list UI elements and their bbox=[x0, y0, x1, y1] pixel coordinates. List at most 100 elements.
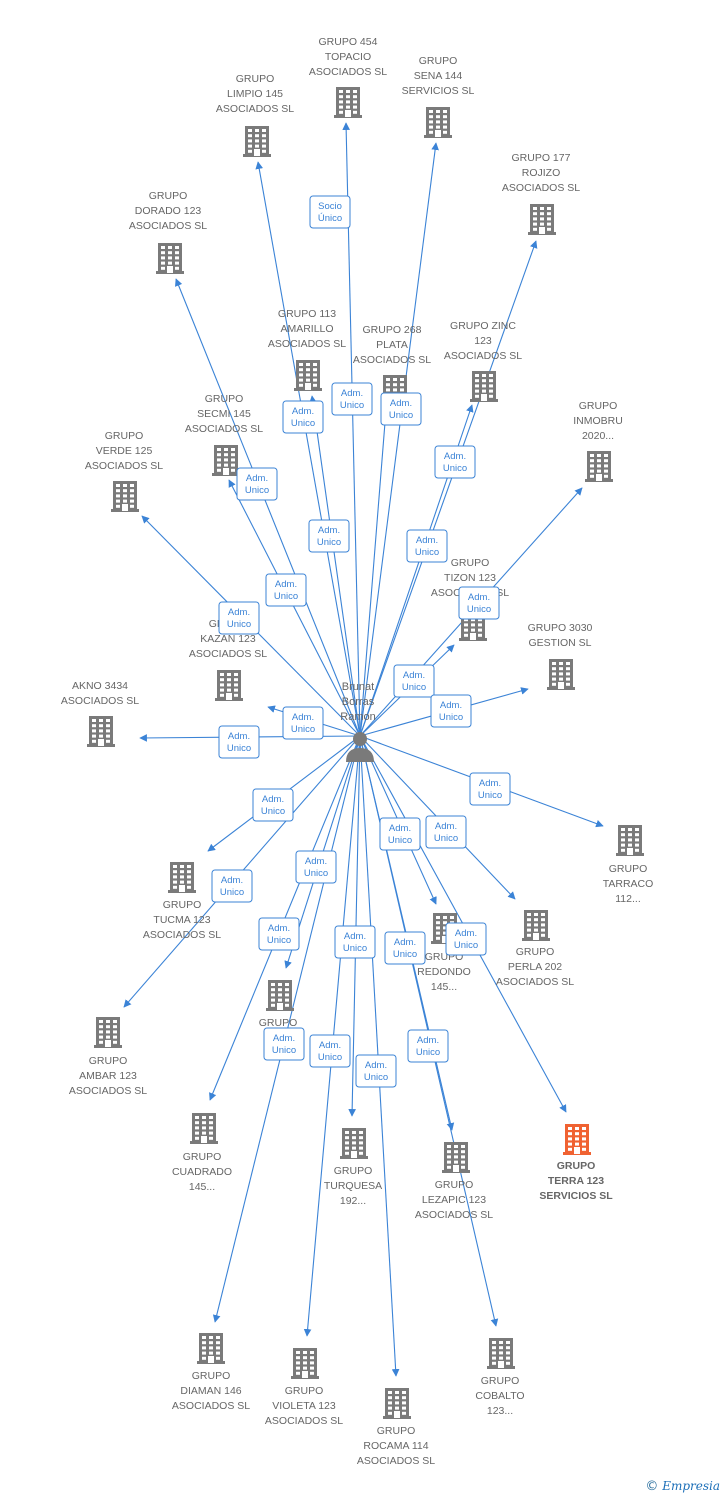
edge-label-grupo-lezapic-123[interactable]: Adm.Unico bbox=[384, 931, 426, 965]
footer-brand[interactable]: © Empresia bbox=[645, 1479, 720, 1494]
edge-label-text: Adm.Unico bbox=[388, 823, 412, 846]
edge-label-grupo-in[interactable]: Adm.Unico bbox=[211, 869, 253, 903]
edge-label-grupo-turquesa-192[interactable]: Adm.Unico bbox=[334, 925, 376, 959]
edge-label-akno-3434[interactable]: Adm.Unico bbox=[218, 725, 260, 759]
edge-label-text: Adm.Unico bbox=[274, 579, 298, 602]
edge-label-grupo-inmobru-2020[interactable]: Adm.Unico bbox=[458, 586, 500, 620]
edge-grupo-sena-144 bbox=[359, 142, 439, 737]
building-icon bbox=[547, 659, 575, 690]
building-icon bbox=[522, 910, 550, 941]
edge-label-text: Adm.Unico bbox=[304, 856, 328, 879]
building-icon bbox=[424, 107, 452, 138]
edge-label-grupo-cobalto-123[interactable]: Adm.Unico bbox=[407, 1029, 449, 1063]
edge-label-grupo-sena-144[interactable]: Adm.Unico bbox=[380, 392, 422, 426]
edge-label-grupo-cuadrado-145[interactable]: Adm.Unico bbox=[295, 850, 337, 884]
edge-label-text: Adm.Unico bbox=[340, 388, 364, 411]
building-icon bbox=[212, 445, 240, 476]
building-icon bbox=[168, 862, 196, 893]
building-icon bbox=[215, 670, 243, 701]
building-icon bbox=[156, 243, 184, 274]
edge-label-grupo-terra-123[interactable]: Adm.Unico bbox=[445, 922, 487, 956]
edge-label-grupo-dorado-123[interactable]: Adm.Unico bbox=[236, 467, 278, 501]
edge-label-grupo-secmi-145[interactable]: Adm.Unico bbox=[265, 573, 307, 607]
edge-label-grupo-diaman-146[interactable]: Adm.Unico bbox=[263, 1027, 305, 1061]
edge-label-grupo-kazan-123[interactable]: Adm.Unico bbox=[282, 706, 324, 740]
edge-grupo-268-plata bbox=[359, 409, 390, 737]
edge-label-text: Adm.Unico bbox=[318, 1040, 342, 1063]
edge-label-text: Adm.Unico bbox=[434, 821, 458, 844]
edge-label-grupo-tizon-123[interactable]: Adm.Unico bbox=[393, 664, 435, 698]
edge-label-grupo-3030-gestion[interactable]: Adm.Unico bbox=[430, 694, 472, 728]
edge-grupo-dorado-123 bbox=[175, 278, 361, 737]
edge-label-grupo-perla-202[interactable]: Adm.Unico bbox=[425, 815, 467, 849]
edge-label-text: Adm.Unico bbox=[415, 535, 439, 558]
edge-label-grupo-rocama-114[interactable]: Adm.Unico bbox=[355, 1054, 397, 1088]
building-icon bbox=[563, 1124, 591, 1155]
edge-label-grupo-violeta-123[interactable]: Adm.Unico bbox=[309, 1034, 351, 1068]
edge-label-grupo-tarraco-112[interactable]: Adm.Unico bbox=[469, 772, 511, 806]
edge-label-grupo-113-amarillo[interactable]: Adm.Unico bbox=[308, 519, 350, 553]
building-icon bbox=[94, 1017, 122, 1048]
edge-label-grupo-zinc-123[interactable]: Adm.Unico bbox=[406, 529, 448, 563]
building-icon bbox=[383, 1388, 411, 1419]
edge-label-grupo-redondo-145[interactable]: Adm.Unico bbox=[379, 817, 421, 851]
building-icon bbox=[111, 481, 139, 512]
building-icon bbox=[243, 126, 271, 157]
edge-label-grupo-ambar-123[interactable]: Adm.Unico bbox=[258, 917, 300, 951]
edge-label-text: Adm.Unico bbox=[393, 937, 417, 960]
edge-label-grupo-177-rojizo[interactable]: Adm.Unico bbox=[434, 445, 476, 479]
edge-label-text: Adm.Unico bbox=[261, 794, 285, 817]
edge-label-grupo-verde-125[interactable]: Adm.Unico bbox=[218, 601, 260, 635]
person-icon bbox=[346, 732, 374, 762]
edge-label-grupo-268-plata[interactable]: Adm.Unico bbox=[331, 382, 373, 416]
building-icon bbox=[442, 1142, 470, 1173]
edge-label-text: Adm.Unico bbox=[291, 406, 315, 429]
building-icon bbox=[87, 716, 115, 747]
edge-label-grupo-tucma-123[interactable]: Adm.Unico bbox=[252, 788, 294, 822]
edge-label-grupo-limpio-145[interactable]: Adm.Unico bbox=[282, 400, 324, 434]
edge-label-text: Adm.Unico bbox=[478, 778, 502, 801]
edge-label-text: Adm.Unico bbox=[389, 398, 413, 421]
